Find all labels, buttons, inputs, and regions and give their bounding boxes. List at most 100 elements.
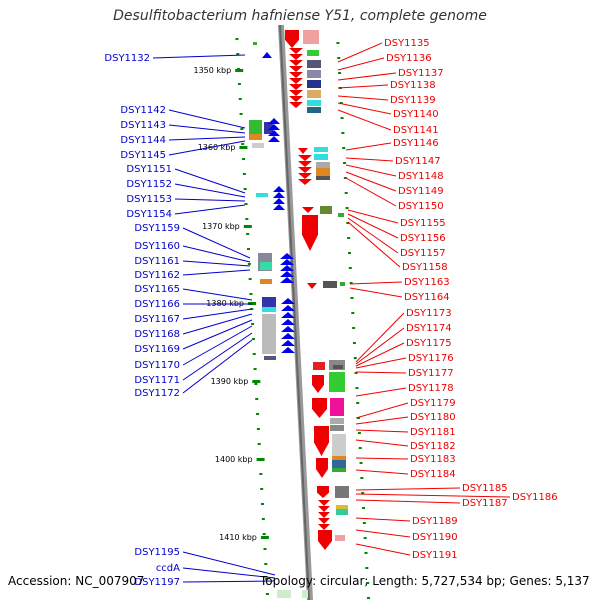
gene-feature-box — [264, 356, 276, 360]
reverse-gene-arrow — [281, 333, 295, 339]
ruler-dot — [264, 563, 268, 565]
reverse-gene-arrow — [280, 265, 294, 271]
map-title: Desulfitobacterium hafniense Y51, comple… — [113, 8, 487, 24]
gene-label-line — [337, 84, 389, 89]
gene-label-line — [355, 499, 461, 504]
guide-dot — [366, 597, 370, 599]
reverse-gene-arrow — [281, 305, 295, 311]
ruler-dot — [261, 518, 265, 520]
gene-label-right: DSY1163 — [404, 277, 450, 288]
reverse-gene-arrow — [280, 271, 294, 277]
gene-label-left: DSY1154 — [126, 209, 172, 220]
gene-label-line — [337, 102, 392, 115]
reverse-gene-arrow — [280, 259, 294, 265]
guide-dot — [347, 252, 351, 254]
guide-dot — [356, 402, 360, 404]
gene-label-left: DSY1153 — [126, 194, 172, 205]
gene-feature-box — [330, 398, 344, 416]
gene-label-line — [355, 517, 411, 522]
gene-label-left: DSY1144 — [120, 135, 166, 146]
gene-feature-box — [307, 107, 321, 113]
guide-dot — [364, 552, 368, 554]
gene-label-left: DSY1195 — [134, 547, 180, 558]
label-line-layer — [152, 42, 511, 583]
gene-label-line — [182, 567, 276, 579]
guide-dot — [346, 222, 350, 224]
gene-feature-box — [323, 281, 337, 288]
ruler-dot — [241, 143, 245, 145]
forward-gene-arrow — [312, 375, 324, 393]
gene-feature-box — [332, 468, 346, 472]
ruler-dot — [246, 233, 250, 235]
gene-feature-box — [332, 456, 346, 460]
forward-gene-arrow — [289, 78, 303, 84]
gene-label-line — [182, 260, 251, 267]
forward-gene-arrow — [298, 148, 308, 154]
gene-feature-box — [262, 314, 276, 354]
gene-label-right: DSY1135 — [384, 38, 430, 49]
gene-label-right: DSY1175 — [406, 338, 452, 349]
gene-label-line — [182, 551, 276, 576]
gene-label-line — [355, 416, 409, 425]
gene-label-right: DSY1180 — [410, 412, 456, 423]
gene-label-line — [347, 221, 401, 268]
guide-dot — [342, 147, 346, 149]
ruler-tick — [235, 69, 244, 72]
forward-gene-arrow — [314, 426, 329, 456]
ruler-dot — [256, 413, 260, 415]
gene-feature-box — [307, 50, 319, 56]
gene-label-line — [337, 72, 397, 81]
gene-label-line — [168, 124, 246, 134]
ruler-dot — [242, 158, 246, 160]
ruler-dot — [249, 293, 253, 295]
reverse-gene-arrow — [268, 118, 280, 124]
gene-label-line — [347, 209, 399, 224]
gene-label-line — [337, 57, 385, 71]
ruler-tick — [256, 458, 265, 461]
gene-feature-box — [313, 362, 325, 370]
forward-gene-arrow — [289, 48, 303, 54]
feature-layer — [249, 30, 349, 598]
forward-gene-arrow — [289, 84, 303, 90]
gene-label-right: DSY1179 — [410, 398, 456, 409]
ruler-dot — [245, 218, 249, 220]
gene-label-left: DSY1162 — [134, 270, 180, 281]
ruler-dot — [259, 473, 263, 475]
gene-label-left: DSY1171 — [134, 375, 180, 386]
forward-gene-arrow — [289, 90, 303, 96]
gene-label-line — [182, 227, 251, 259]
gene-feature-box — [256, 193, 268, 197]
gene-label-line — [337, 109, 392, 131]
ruler-dot — [260, 488, 264, 490]
guide-dot — [345, 207, 349, 209]
gene-label-line — [347, 217, 399, 254]
gene-label-line — [355, 371, 407, 374]
guide-dot — [353, 357, 357, 359]
ruler-tick-label: 1350 kbp — [193, 66, 231, 75]
ruler-tick — [243, 225, 252, 228]
ruler-dot — [254, 383, 258, 385]
ruler-dot — [253, 368, 257, 370]
gene-label-line — [182, 245, 251, 263]
guide-dot — [362, 522, 366, 524]
forward-gene-arrow — [298, 155, 312, 161]
gene-label-line — [168, 109, 246, 129]
forward-gene-arrow — [289, 96, 303, 102]
gene-label-right: DSY1136 — [386, 53, 432, 64]
gene-label-line — [168, 140, 246, 156]
guide-dot — [350, 297, 354, 299]
gene-label-line — [355, 357, 407, 369]
gene-label-left: DSY1167 — [134, 314, 180, 325]
length-label: Length: — [372, 574, 418, 588]
guide-dot — [337, 57, 341, 59]
gene-label-right: DSY1150 — [398, 201, 444, 212]
gene-label-left: DSY1166 — [134, 299, 180, 310]
gene-label-line — [345, 142, 392, 151]
length-value: 5,727,534 bp — [421, 574, 502, 588]
gene-label-line — [337, 95, 389, 101]
gene-feature-box — [260, 262, 272, 270]
gene-label-right: DSY1178 — [408, 383, 454, 394]
label-layer: DSY1132DSY1142DSY1143DSY1144DSY1145DSY11… — [104, 38, 557, 588]
forward-gene-arrow — [318, 518, 330, 524]
gene-feature-box — [316, 176, 330, 180]
